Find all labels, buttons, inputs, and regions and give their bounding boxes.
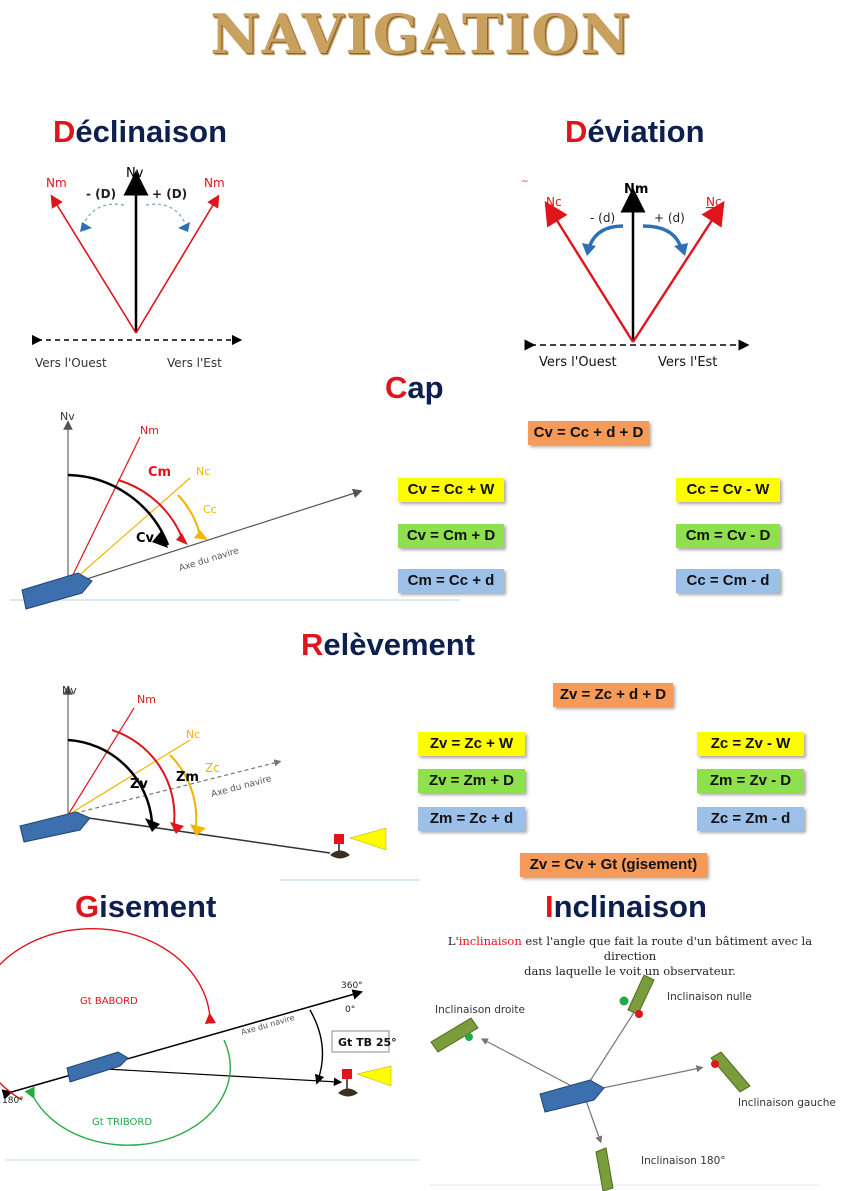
desc-line1: est l'angle que fait la route d'un bâtim… <box>521 934 813 963</box>
section-initial: I <box>545 889 554 924</box>
zm-label: Zm <box>176 770 199 785</box>
nc-label: Nc <box>186 728 200 741</box>
cv-label: Cv <box>136 531 155 546</box>
nm-label: Nm <box>624 182 648 197</box>
gt-tb-label: Gt TB 25° <box>338 1036 397 1049</box>
inclinaison-description: L'inclinaison est l'angle que fait la ro… <box>420 934 840 979</box>
section-title-relevement: Relèvement <box>301 627 475 663</box>
cm-label: Cm <box>148 465 171 480</box>
tribord-label: Gt TRIBORD <box>92 1117 152 1128</box>
cc-label: Cc <box>203 503 217 516</box>
formula-cc-cm: Cc = Cm - d <box>676 569 780 593</box>
formula-zv-zm: Zv = Zm + D <box>418 769 525 793</box>
nv-label: Nv <box>60 410 75 423</box>
section-initial: G <box>75 889 100 924</box>
section-title-rest: éviation <box>587 114 705 149</box>
gisement-lines <box>0 927 420 1161</box>
nm-label: Nm <box>140 424 159 437</box>
deg180-label: Inclinaison 180° <box>641 1155 726 1167</box>
section-title-rest: ap <box>407 370 444 405</box>
section-title-inclinaison: Inclinaison <box>545 889 707 925</box>
section-title-rest: nclinaison <box>553 889 707 924</box>
minus-d-label: - (D) <box>86 187 116 201</box>
nv-label: Nv <box>62 684 77 697</box>
section-title-rest: elèvement <box>323 627 476 662</box>
relevement-lines <box>19 685 420 881</box>
page-title: NAVIGATION <box>210 2 632 66</box>
section-title-declinaison: Déclinaison <box>53 114 227 150</box>
axe-label: Axe du navire <box>240 1013 296 1037</box>
minus-d-label: - (d) <box>590 211 615 225</box>
east-label: Vers l'Est <box>658 355 717 370</box>
deg180-label: 180° <box>2 1096 24 1106</box>
nc-label: Nc <box>196 465 210 478</box>
east-label: Vers l'Est <box>167 356 222 370</box>
nm-label: Nm <box>137 693 156 706</box>
droite-label: Inclinaison droite <box>435 1004 525 1016</box>
formula-cv-cm: Cv = Cm + D <box>398 524 504 548</box>
declinaison-lines <box>31 170 243 346</box>
formula-zv-main: Zv = Zc + d + D <box>553 683 673 707</box>
gauche-label: Inclinaison gauche <box>738 1097 836 1109</box>
deg360-label: 360° <box>341 981 363 991</box>
formula-zv-zc: Zv = Zc + W <box>418 732 525 756</box>
section-title-deviation: Déviation <box>565 114 705 150</box>
section-initial: D <box>565 114 588 149</box>
west-label: Vers l'Ouest <box>539 355 617 370</box>
formula-cc-cv: Cc = Cv - W <box>676 478 780 502</box>
deviation-mark: ~ <box>521 177 529 187</box>
cap-lines <box>10 420 460 610</box>
formula-zc-zm: Zc = Zm - d <box>697 807 804 831</box>
zc-label: Zc <box>205 761 220 775</box>
deviation-lines <box>524 187 750 351</box>
babord-label: Gt BABORD <box>80 996 138 1007</box>
inclinaison-lines <box>430 974 820 1191</box>
nc-right-label: Nc <box>706 195 722 209</box>
nm-right-label: Nm <box>204 176 225 190</box>
formula-cm-cc: Cm = Cc + d <box>398 569 504 593</box>
section-title-cap: Cap <box>385 370 444 406</box>
desc-prefix: L' <box>447 934 459 948</box>
formula-cm-cv: Cm = Cv - D <box>676 524 780 548</box>
nv-label: Nv <box>126 166 144 181</box>
section-initial: C <box>385 370 408 405</box>
plus-d-label: + (d) <box>654 211 685 225</box>
section-initial: R <box>301 627 324 662</box>
formula-cv-cc: Cv = Cc + W <box>398 478 504 502</box>
axe-label: Axe du navire <box>210 774 273 800</box>
formula-zm-zv: Zm = Zv - D <box>697 769 804 793</box>
west-label: Vers l'Ouest <box>35 356 107 370</box>
section-title-rest: éclinaison <box>75 114 227 149</box>
section-initial: D <box>53 114 76 149</box>
zv-label: Zv <box>130 777 148 792</box>
desc-line2: dans laquelle le voit un observateur. <box>524 964 736 978</box>
nm-left-label: Nm <box>46 176 67 190</box>
gt-tb-box <box>331 1030 390 1053</box>
formula-zm-zc: Zm = Zc + d <box>418 807 525 831</box>
section-title-gisement: Gisement <box>75 889 216 925</box>
formula-cv-main: Cv = Cc + d + D <box>528 421 649 445</box>
axe-label: Axe du navire <box>178 546 241 574</box>
formula-gisement: Zv = Cv + Gt (gisement) <box>520 853 707 877</box>
deg0-label: 0° <box>345 1005 355 1015</box>
nc-left-label: Nc <box>546 195 562 209</box>
section-title-rest: isement <box>99 889 217 924</box>
desc-keyword: inclinaison <box>458 934 522 948</box>
formula-zc-zv: Zc = Zv - W <box>697 732 804 756</box>
nulle-label: Inclinaison nulle <box>667 991 752 1003</box>
plus-d-label: + (D) <box>152 187 187 201</box>
